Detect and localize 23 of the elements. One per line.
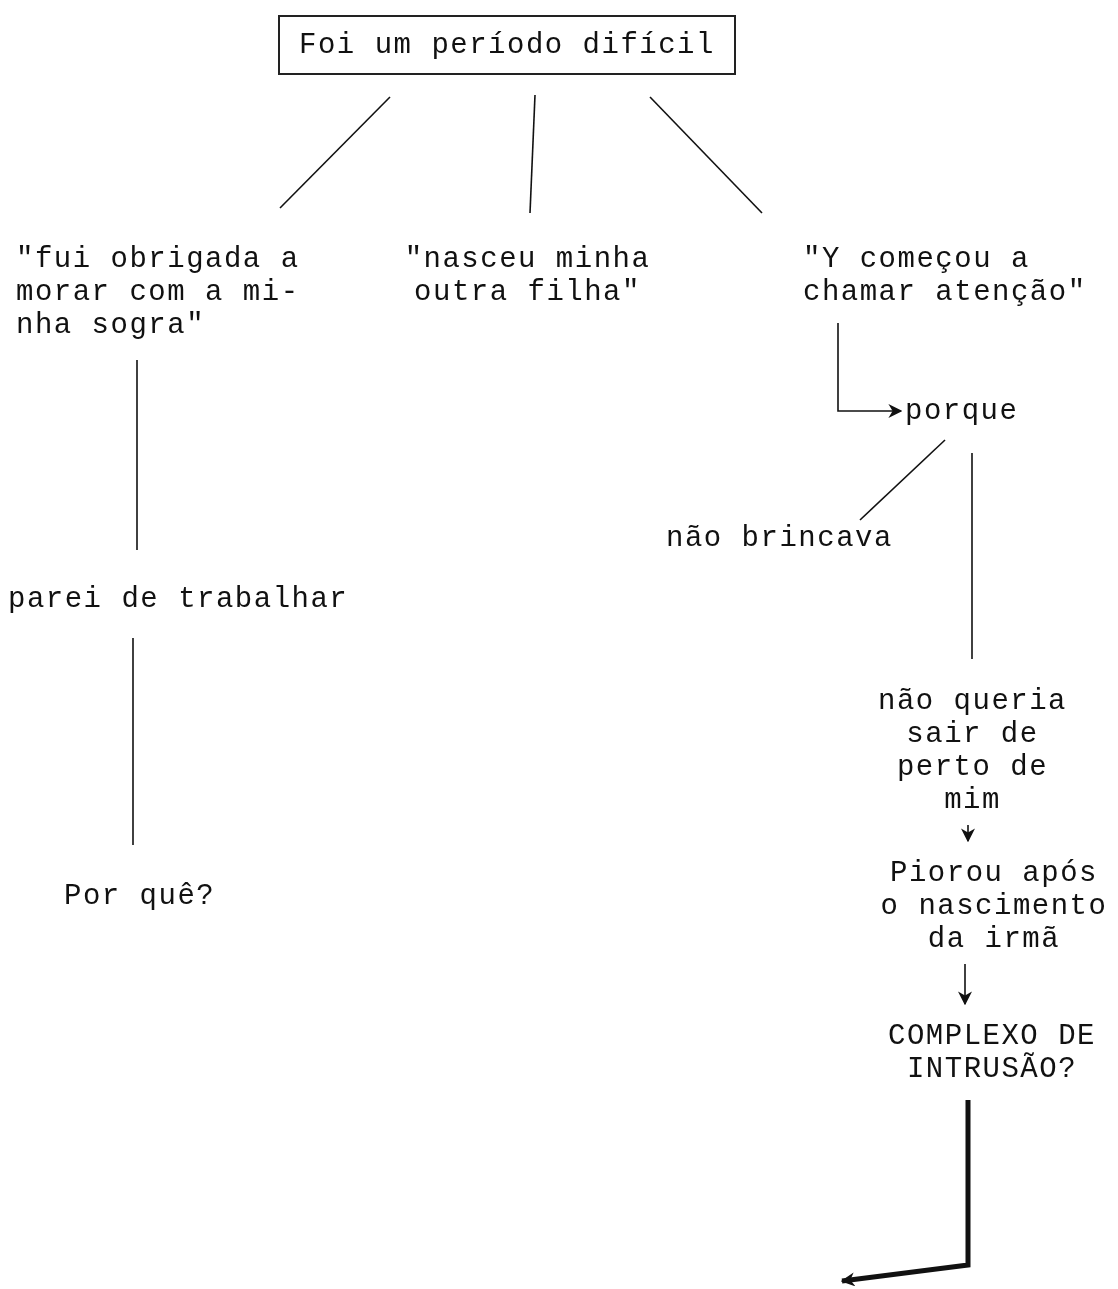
handwritten-note: "fui obrigada a morar com a mi- nha sogra" — [16, 243, 301, 342]
handwritten-note: "nasceu minha outra filha" — [403, 243, 652, 309]
arrow — [961, 824, 975, 843]
connector-line — [529, 94, 536, 214]
connector-line — [859, 439, 946, 521]
connector-line — [136, 359, 138, 551]
arrow — [837, 322, 903, 418]
handwritten-note: porque — [905, 395, 1020, 428]
title-box — [278, 15, 736, 75]
handwritten-note: "Y começou a chamar atenção" — [803, 243, 1088, 309]
handwritten-note: COMPLEXO DE INTRUSÃO? — [887, 1020, 1097, 1086]
handwritten-note: não queria sair de perto de mim — [877, 685, 1068, 817]
handwritten-note: Piorou após o nascimento da irmã — [879, 857, 1109, 956]
handwritten-note: não brincava — [666, 522, 894, 555]
handwritten-note: Foi um período difícil — [299, 28, 715, 62]
connector-line — [649, 96, 763, 214]
arrow — [840, 1100, 971, 1287]
arrow — [958, 963, 972, 1006]
connector-line — [279, 96, 391, 209]
handwritten-note: Por quê? — [64, 880, 217, 913]
connector-line — [132, 637, 134, 846]
connector-line — [971, 452, 973, 660]
handwritten-note: parei de trabalhar — [8, 583, 350, 616]
